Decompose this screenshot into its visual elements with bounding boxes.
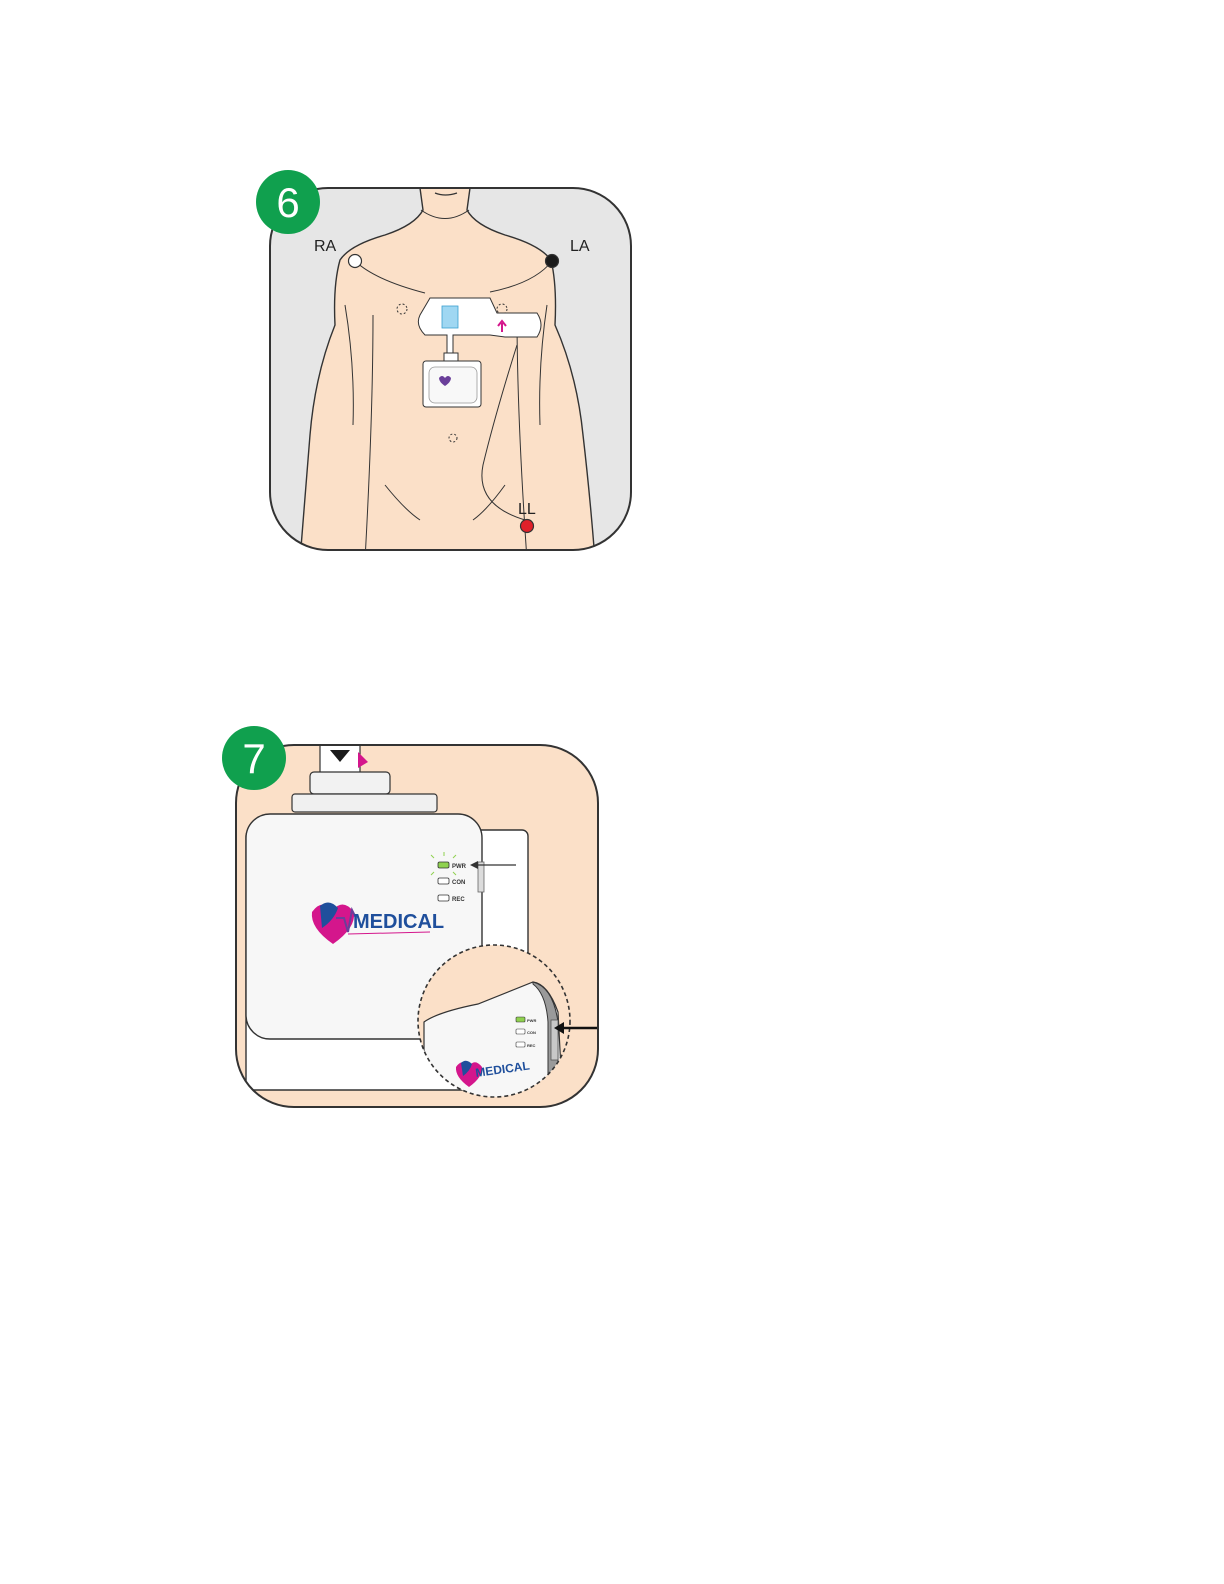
rec-label: REC [452,897,465,903]
la-label: LA [570,238,590,255]
step-6-illustration: RA LA LL 6 [255,165,635,557]
con-led [438,878,449,884]
patch-blue-window [442,306,458,328]
step-7-illustration: PWR CON REC MEDICAL [218,722,602,1112]
rec-led [438,895,449,901]
step-6-panel: RA LA LL 6 [255,165,635,557]
ll-label: LL [518,501,536,518]
pwr-led [438,862,449,868]
ll-electrode [521,520,534,533]
device-connector [292,794,437,812]
inset-pwr-label: PWR [527,1018,536,1023]
pwr-label: PWR [452,864,467,870]
ra-electrode [349,255,362,268]
step-7-panel: PWR CON REC MEDICAL [218,722,602,1112]
inset-rec-label: REC [527,1043,536,1048]
step-number: 7 [242,735,265,782]
la-electrode [546,255,559,268]
brand-name: MEDICAL [353,911,444,933]
con-label: CON [452,880,465,886]
inset-con-label: CON [527,1030,536,1035]
ra-label: RA [314,238,337,255]
step-number: 6 [276,179,299,226]
